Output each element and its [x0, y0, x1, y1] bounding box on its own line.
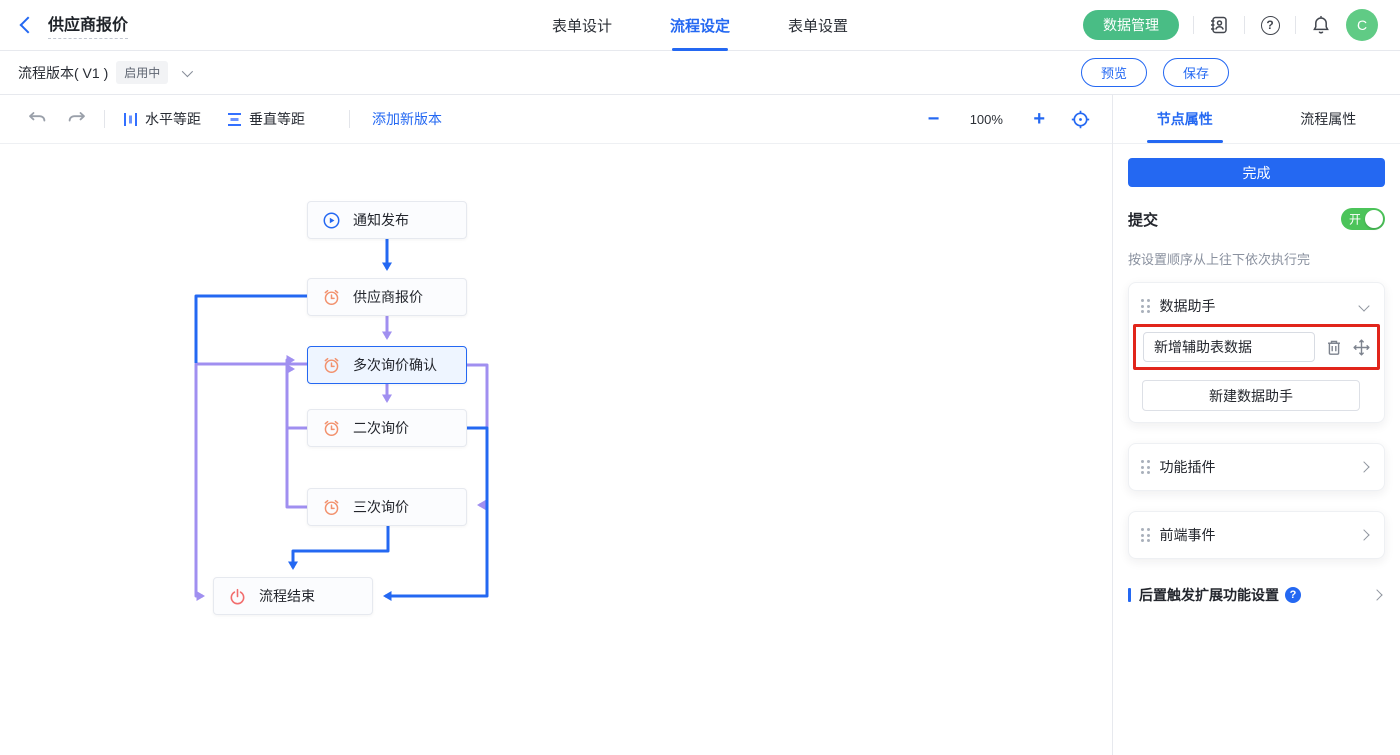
drag-handle-icon[interactable]	[1141, 528, 1150, 542]
delete-icon[interactable]	[1326, 339, 1342, 356]
node-label: 流程结束	[259, 586, 315, 606]
status-badge: 启用中	[116, 61, 168, 84]
alarm-clock-icon	[323, 289, 340, 306]
canvas-column: 水平等距 垂直等距 添加新版本 − 100% +	[0, 95, 1113, 755]
submit-toggle[interactable]: 开	[1341, 208, 1385, 230]
drag-handle-icon[interactable]	[1141, 460, 1150, 474]
chevron-right-icon[interactable]	[1358, 461, 1369, 472]
vertical-distribute-icon	[227, 112, 242, 127]
section-accent-bar	[1128, 588, 1131, 602]
node-label: 二次询价	[353, 418, 409, 438]
post-trigger-label: 后置触发扩展功能设置	[1139, 585, 1279, 605]
zoom-in-button[interactable]: +	[1033, 109, 1045, 129]
zoom-out-button[interactable]: −	[928, 109, 940, 129]
frontend-event-card: 前端事件	[1128, 511, 1385, 559]
alarm-clock-icon	[323, 357, 340, 374]
play-icon	[323, 212, 340, 229]
version-actions: 预览 保存	[1081, 58, 1229, 87]
notification-bell-icon[interactable]	[1310, 14, 1332, 36]
flow-canvas[interactable]: 通知发布 供应商报价 多次询价确认	[0, 144, 1112, 755]
divider	[1295, 16, 1296, 34]
divider	[104, 110, 105, 128]
tab-form-design[interactable]: 表单设计	[552, 0, 612, 51]
back-icon[interactable]	[20, 17, 37, 34]
complete-button[interactable]: 完成	[1128, 158, 1385, 187]
drag-handle-icon[interactable]	[1141, 299, 1150, 313]
question-mark: ?	[1261, 16, 1280, 35]
power-icon	[229, 588, 246, 605]
undo-icon[interactable]	[28, 111, 47, 127]
new-data-helper-button[interactable]: 新建数据助手	[1142, 380, 1360, 411]
save-button[interactable]: 保存	[1163, 58, 1229, 87]
properties-panel: 节点属性 流程属性 完成 提交 开 按设置顺序从上往下依次执行完	[1113, 95, 1400, 755]
data-helper-header[interactable]: 数据助手	[1141, 294, 1372, 318]
horizontal-distribute-button[interactable]: 水平等距	[123, 109, 201, 129]
function-plugin-header[interactable]: 功能插件	[1141, 455, 1372, 479]
node-label: 通知发布	[353, 210, 409, 230]
preview-button[interactable]: 预览	[1081, 58, 1147, 87]
zoom-controls: − 100% +	[928, 109, 1090, 129]
frontend-event-title: 前端事件	[1160, 525, 1216, 545]
panel-tabs: 节点属性 流程属性	[1113, 95, 1400, 144]
page-title[interactable]: 供应商报价	[48, 11, 128, 39]
fit-view-icon[interactable]	[1071, 110, 1090, 129]
version-dropdown-icon[interactable]	[182, 65, 193, 76]
vertical-distribute-button[interactable]: 垂直等距	[227, 109, 305, 129]
node-label: 多次询价确认	[353, 355, 437, 375]
chevron-right-icon[interactable]	[1358, 529, 1369, 540]
data-helper-item[interactable]: 新增辅助表数据	[1143, 332, 1315, 362]
divider	[1244, 16, 1245, 34]
zoom-level: 100%	[965, 112, 1007, 127]
tab-form-setup[interactable]: 表单设置	[788, 0, 848, 51]
data-helper-title: 数据助手	[1160, 296, 1216, 316]
flow-node-supplier-quote[interactable]: 供应商报价	[307, 278, 467, 316]
tab-flow-properties[interactable]: 流程属性	[1257, 95, 1400, 143]
flow-node-multi-inquiry-confirm[interactable]: 多次询价确认	[307, 346, 467, 384]
flow-node-third-inquiry[interactable]: 三次询价	[307, 488, 467, 526]
contacts-book-icon[interactable]	[1208, 14, 1230, 36]
help-icon[interactable]: ?	[1259, 14, 1281, 36]
data-helper-card: 数据助手 新增辅助表数据	[1128, 282, 1385, 423]
function-plugin-card: 功能插件	[1128, 443, 1385, 491]
data-manage-button[interactable]: 数据管理	[1083, 10, 1179, 40]
submit-row: 提交 开	[1128, 208, 1385, 230]
post-trigger-row[interactable]: 后置触发扩展功能设置 ?	[1128, 585, 1385, 605]
submit-label: 提交	[1128, 209, 1158, 230]
flow-node-process-end[interactable]: 流程结束	[213, 577, 373, 615]
flow-node-second-inquiry[interactable]: 二次询价	[307, 409, 467, 447]
frontend-event-header[interactable]: 前端事件	[1141, 523, 1372, 547]
top-header: 供应商报价 表单设计 流程设定 表单设置 数据管理 ?	[0, 0, 1400, 51]
flow-version-label: 流程版本( V1 )	[18, 63, 108, 83]
tab-node-properties[interactable]: 节点属性	[1113, 95, 1257, 143]
alarm-clock-icon	[323, 420, 340, 437]
canvas-toolbar: 水平等距 垂直等距 添加新版本 − 100% +	[0, 95, 1112, 144]
header-actions: 数据管理 ? C	[1083, 9, 1378, 41]
chevron-right-icon[interactable]	[1371, 589, 1382, 600]
annotation-highlight-box: 新增辅助表数据	[1133, 324, 1380, 370]
divider	[1193, 16, 1194, 34]
node-label: 三次询价	[353, 497, 409, 517]
node-label: 供应商报价	[353, 287, 423, 307]
avatar[interactable]: C	[1346, 9, 1378, 41]
execution-order-hint: 按设置顺序从上往下依次执行完	[1128, 249, 1385, 268]
flow-edges	[0, 144, 1112, 755]
help-badge-icon[interactable]: ?	[1285, 587, 1301, 603]
tab-flow-setting[interactable]: 流程设定	[670, 0, 730, 51]
version-bar: 流程版本( V1 ) 启用中 预览 保存	[0, 51, 1400, 95]
move-icon[interactable]	[1353, 339, 1370, 356]
chevron-down-icon[interactable]	[1358, 300, 1369, 311]
flow-node-notify-publish[interactable]: 通知发布	[307, 201, 467, 239]
redo-icon[interactable]	[67, 111, 86, 127]
horizontal-distribute-icon	[123, 112, 138, 127]
add-new-version-link[interactable]: 添加新版本	[372, 109, 442, 129]
main-tabs: 表单设计 流程设定 表单设置	[552, 0, 848, 51]
panel-body: 完成 提交 开 按设置顺序从上往下依次执行完 数据助手	[1113, 144, 1400, 755]
alarm-clock-icon	[323, 499, 340, 516]
divider	[349, 110, 350, 128]
function-plugin-title: 功能插件	[1160, 457, 1216, 477]
toggle-on-text: 开	[1349, 211, 1361, 228]
toggle-knob	[1365, 210, 1383, 228]
